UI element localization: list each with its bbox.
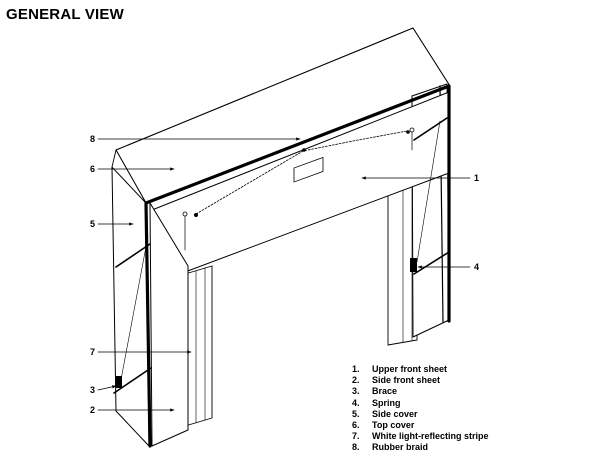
spring-wire [119, 235, 149, 386]
side-cover-fold [111, 149, 147, 204]
legend-item: 2.Side front sheet [352, 375, 441, 386]
callout-4: 4 [474, 262, 479, 272]
spring-coil [410, 258, 417, 272]
legend-item: 5.Side cover [352, 408, 418, 419]
callout-1: 1 [474, 173, 479, 183]
fastener [302, 148, 306, 152]
label-plate [293, 157, 324, 183]
legend-item: 1.Upper front sheet [352, 364, 448, 374]
fastener [406, 130, 410, 134]
fastener [194, 213, 198, 217]
brace [413, 117, 448, 141]
callout-2: 2 [90, 405, 95, 415]
side-front-sheet [149, 202, 189, 447]
brace [113, 367, 152, 394]
legend-item: 8.Rubber braid [352, 442, 429, 453]
page-title: GENERAL VIEW [6, 6, 124, 23]
spring-wire [416, 120, 441, 263]
left-frame-post [184, 265, 213, 427]
leader-3 [97, 385, 117, 391]
callout-5: 5 [90, 219, 95, 229]
spring-wire [195, 130, 408, 215]
legend-item: 3.Brace [352, 386, 398, 397]
callout-8: 8 [90, 134, 95, 144]
callout-7: 7 [90, 347, 95, 357]
spring-coil [116, 376, 122, 388]
legend-item: 7.White light-reflecting stripe [352, 431, 489, 442]
fastener [182, 211, 188, 217]
fastener [409, 127, 415, 133]
brace [413, 251, 450, 275]
brace [115, 243, 151, 268]
parts-legend: 1.Upper front sheet 2.Side front sheet 3… [352, 364, 489, 454]
callout-6: 6 [90, 164, 95, 174]
callout-3: 3 [90, 385, 95, 395]
legend-item: 4.Spring [352, 397, 401, 408]
side-cover [111, 166, 150, 447]
legend-item: 6.Top cover [352, 420, 415, 431]
